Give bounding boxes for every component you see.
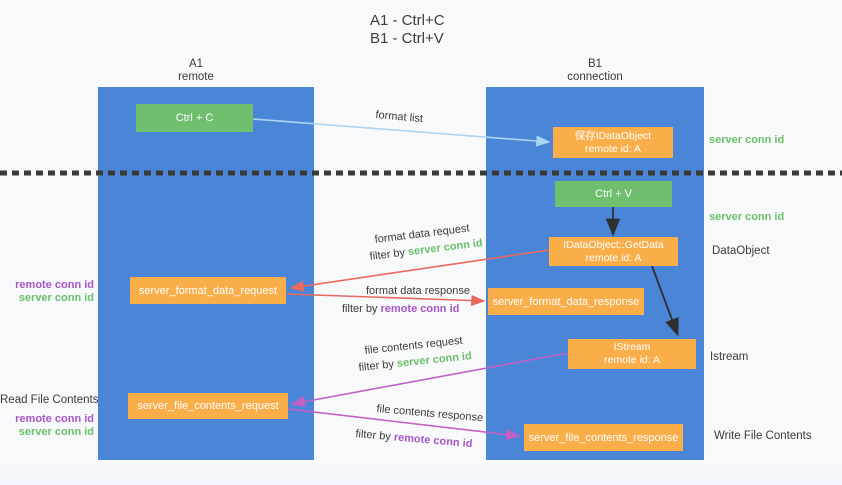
read-file-contents-annotation: Read File Contents — [0, 394, 99, 406]
filter-by-prefix: filter by — [342, 303, 381, 315]
server-conn-id-text: server conn id — [396, 350, 473, 370]
server-conn-id-annotation-mid: server conn id — [709, 211, 785, 223]
format-list-label: format list — [374, 109, 424, 126]
istream-line2: remote id: A — [603, 354, 661, 366]
remote-conn-id-annotation: remote conn id — [15, 279, 94, 291]
node-save-idataobject: 保存IDataObject remote id: A — [553, 127, 673, 158]
node-server-format-data-response: server_format_data_response — [488, 288, 644, 315]
dataobject-annotation: DataObject — [712, 245, 770, 257]
remote-conn-id-text: remote conn id — [393, 431, 473, 451]
filter-by-prefix: filter by — [369, 246, 409, 263]
file-contents-response-label: file contents response — [375, 403, 484, 425]
title-line-1: A1 - Ctrl+C — [370, 12, 445, 29]
istream-line1: IStream — [613, 341, 651, 353]
write-file-contents-annotation: Write File Contents — [714, 430, 812, 442]
istream-annotation: Istream — [710, 351, 749, 363]
left-file-conn-ids: remote conn id server conn id — [0, 413, 94, 438]
node-server-file-contents-request: server_file_contents_request — [128, 393, 288, 419]
node-server-format-data-request: server_format_data_request — [130, 277, 286, 304]
server-conn-id-annotation: server conn id — [18, 425, 94, 438]
node-server-file-contents-response: server_file_contents_response — [524, 424, 683, 451]
save-idataobject-line1: 保存IDataObject — [574, 129, 652, 142]
lane-a1-name: A1 — [188, 58, 204, 70]
left-format-conn-ids: remote conn id server conn id — [0, 279, 94, 304]
filter-by-remote-conn-id-label-1: filter by remote conn id — [342, 303, 459, 315]
server-format-data-request-label: server_format_data_request — [138, 284, 278, 297]
title-line-2: B1 - Ctrl+V — [370, 30, 444, 47]
node-ctrl-v: Ctrl + V — [555, 181, 672, 207]
getdata-line1: IDataObject::GetData — [563, 238, 664, 251]
node-ctrl-c: Ctrl + C — [136, 104, 253, 132]
remote-conn-id-annotation: remote conn id — [15, 413, 94, 425]
lane-b1-name: B1 — [587, 58, 603, 70]
lane-a1-header: A1 remote — [88, 58, 304, 83]
lane-a1-role: remote — [178, 70, 214, 83]
ctrl-v-label: Ctrl + V — [595, 188, 632, 200]
filter-by-prefix: filter by — [354, 428, 395, 444]
server-format-data-response-label: server_format_data_response — [492, 295, 640, 308]
format-data-response-label: format data response — [366, 285, 470, 297]
server-file-contents-request-label: server_file_contents_request — [137, 400, 279, 412]
getdata-line2: remote id: A — [585, 251, 642, 264]
server-file-contents-response-label: server_file_contents_response — [528, 431, 679, 444]
remote-conn-id-text: remote conn id — [380, 303, 460, 315]
server-conn-id-annotation: server conn id — [18, 291, 94, 304]
lane-b1-role: connection — [567, 70, 623, 83]
filter-by-remote-conn-id-label-2: filter by remote conn id — [355, 428, 473, 450]
server-conn-id-annotation-top: server conn id — [709, 134, 785, 146]
node-idataobject-getdata: IDataObject::GetData remote id: A — [549, 237, 678, 266]
node-istream: IStream remote id: A — [568, 339, 696, 369]
save-idataobject-line2: remote id: A — [584, 142, 642, 155]
filter-by-prefix: filter by — [358, 357, 398, 374]
diagram-title: A1 - Ctrl+C B1 - Ctrl+V — [370, 12, 445, 48]
lane-b1-header: B1 connection — [486, 58, 704, 83]
ctrl-c-label: Ctrl + C — [175, 112, 214, 124]
